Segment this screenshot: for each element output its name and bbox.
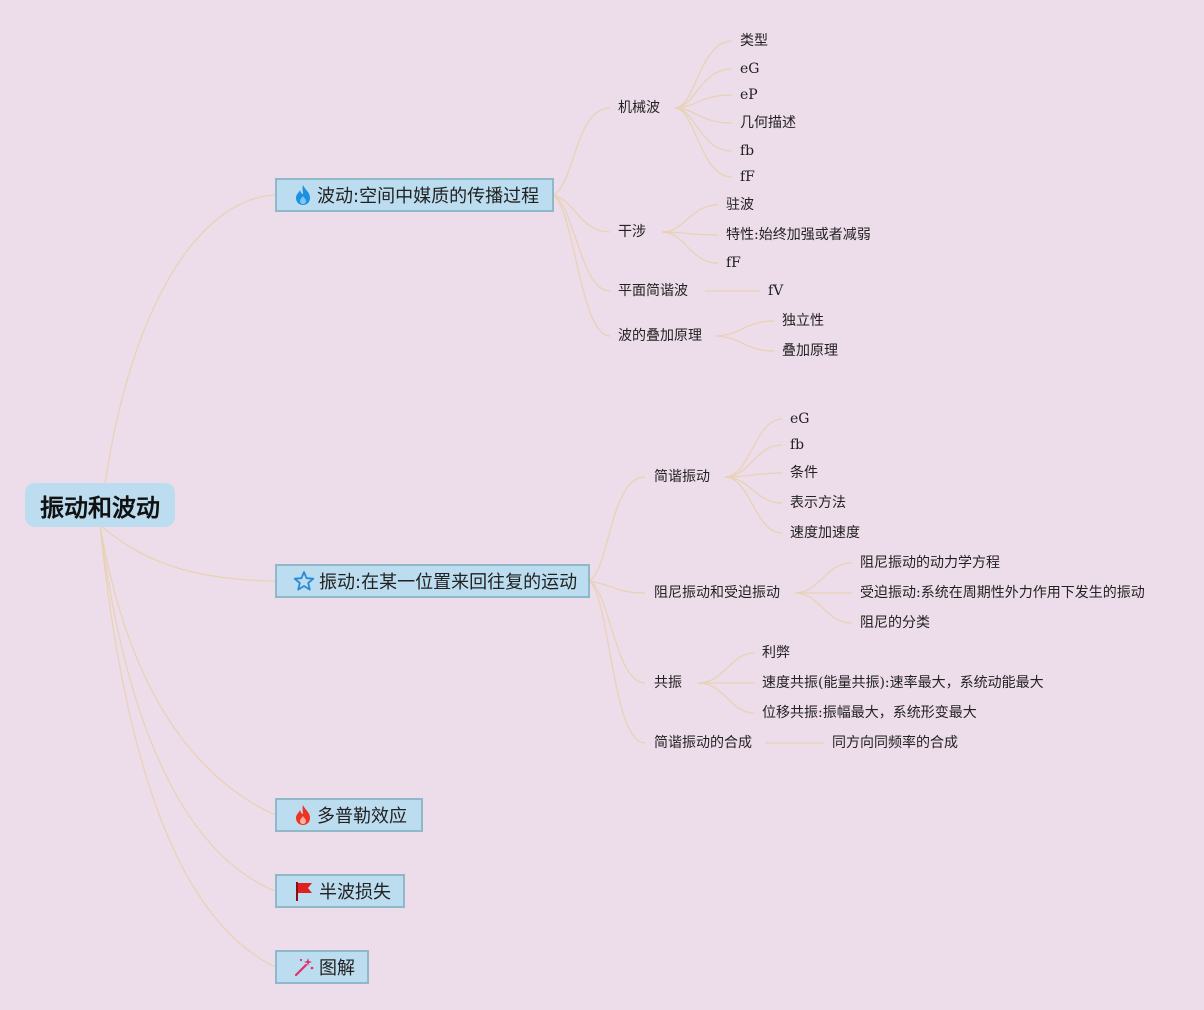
- magic-wand-icon: [293, 956, 315, 978]
- branch-halfwave[interactable]: 半波损失: [275, 874, 405, 908]
- node-interference[interactable]: 干涉: [618, 224, 646, 240]
- branch-wave[interactable]: 波动:空间中媒质的传播过程: [275, 178, 554, 212]
- leaf-node[interactable]: 几何描述: [740, 115, 796, 131]
- node-composition[interactable]: 简谐振动的合成: [654, 735, 752, 751]
- node-mechanical-wave[interactable]: 机械波: [618, 100, 660, 116]
- leaf-node[interactable]: 独立性: [782, 313, 824, 329]
- link-root-diagram: [99, 524, 276, 968]
- branch-diagram[interactable]: 图解: [275, 950, 369, 984]
- leaf-node[interactable]: 受迫振动:系统在周期性外力作用下发生的振动: [860, 585, 1145, 601]
- branch-diagram-label: 图解: [319, 958, 355, 979]
- node-shm[interactable]: 简谐振动: [654, 469, 710, 485]
- leaf-node[interactable]: fV: [768, 283, 784, 299]
- link-root-halfwave: [99, 524, 276, 892]
- leaf-node[interactable]: 速度加速度: [790, 525, 860, 541]
- leaf-node[interactable]: fF: [740, 169, 755, 185]
- link-root-vibration: [99, 524, 276, 582]
- fire-icon: [293, 804, 313, 826]
- link-root-doppler: [99, 524, 276, 816]
- link-wave-mechanical: [552, 107, 611, 196]
- leaf-node[interactable]: 叠加原理: [782, 343, 838, 359]
- branch-vibration[interactable]: 振动:在某一位置来回往复的运动: [275, 564, 590, 598]
- leaf-node[interactable]: 表示方法: [790, 495, 846, 511]
- node-superposition[interactable]: 波的叠加原理: [618, 328, 702, 344]
- leaf-node[interactable]: 条件: [790, 465, 818, 481]
- branch-wave-label: 波动:空间中媒质的传播过程: [317, 186, 540, 207]
- leaf-node[interactable]: fF: [726, 255, 741, 271]
- leaf-node[interactable]: eG: [740, 61, 760, 77]
- root-label: 振动和波动: [40, 493, 160, 522]
- leaf-node[interactable]: 同方向同频率的合成: [832, 735, 958, 751]
- branch-halfwave-label: 半波损失: [319, 882, 391, 903]
- leaf-node[interactable]: eG: [790, 411, 810, 427]
- leaf-node[interactable]: fb: [740, 143, 755, 159]
- node-resonance[interactable]: 共振: [654, 675, 682, 691]
- star-icon: [293, 570, 315, 592]
- link-wave-plane: [552, 194, 611, 292]
- link-root-wave: [99, 194, 276, 526]
- flag-icon: [293, 880, 315, 902]
- node-damped-forced[interactable]: 阻尼振动和受迫振动: [654, 585, 780, 601]
- link-wave-superposition: [552, 194, 611, 337]
- link-vibration-shm: [588, 476, 646, 582]
- leaf-node[interactable]: 利弊: [762, 645, 790, 661]
- branch-vibration-label: 振动:在某一位置来回往复的运动: [319, 572, 578, 593]
- leaf-node[interactable]: 阻尼振动的动力学方程: [860, 555, 1000, 571]
- link-vibration-damped: [588, 580, 646, 594]
- branch-doppler-label: 多普勒效应: [317, 806, 407, 827]
- leaf-node[interactable]: 类型: [740, 33, 768, 49]
- link-wave-interference: [552, 194, 611, 233]
- leaf-node[interactable]: 阻尼的分类: [860, 615, 930, 631]
- branch-doppler[interactable]: 多普勒效应: [275, 798, 423, 832]
- leaf-node[interactable]: 驻波: [726, 197, 754, 213]
- leaf-node[interactable]: eP: [740, 87, 758, 103]
- leaf-node[interactable]: 特性:始终加强或者减弱: [726, 227, 871, 243]
- link-vibration-resonance: [588, 580, 646, 684]
- leaf-node[interactable]: 位移共振:振幅最大，系统形变最大: [762, 705, 977, 721]
- leaf-node[interactable]: fb: [790, 437, 805, 453]
- fire-icon: [293, 184, 313, 206]
- node-plane-harmonic-wave[interactable]: 平面简谐波: [618, 283, 688, 299]
- link-vibration-composition: [588, 580, 646, 744]
- leaf-node[interactable]: 速度共振(能量共振):速率最大，系统动能最大: [762, 675, 1044, 691]
- root-node[interactable]: 振动和波动: [25, 483, 175, 527]
